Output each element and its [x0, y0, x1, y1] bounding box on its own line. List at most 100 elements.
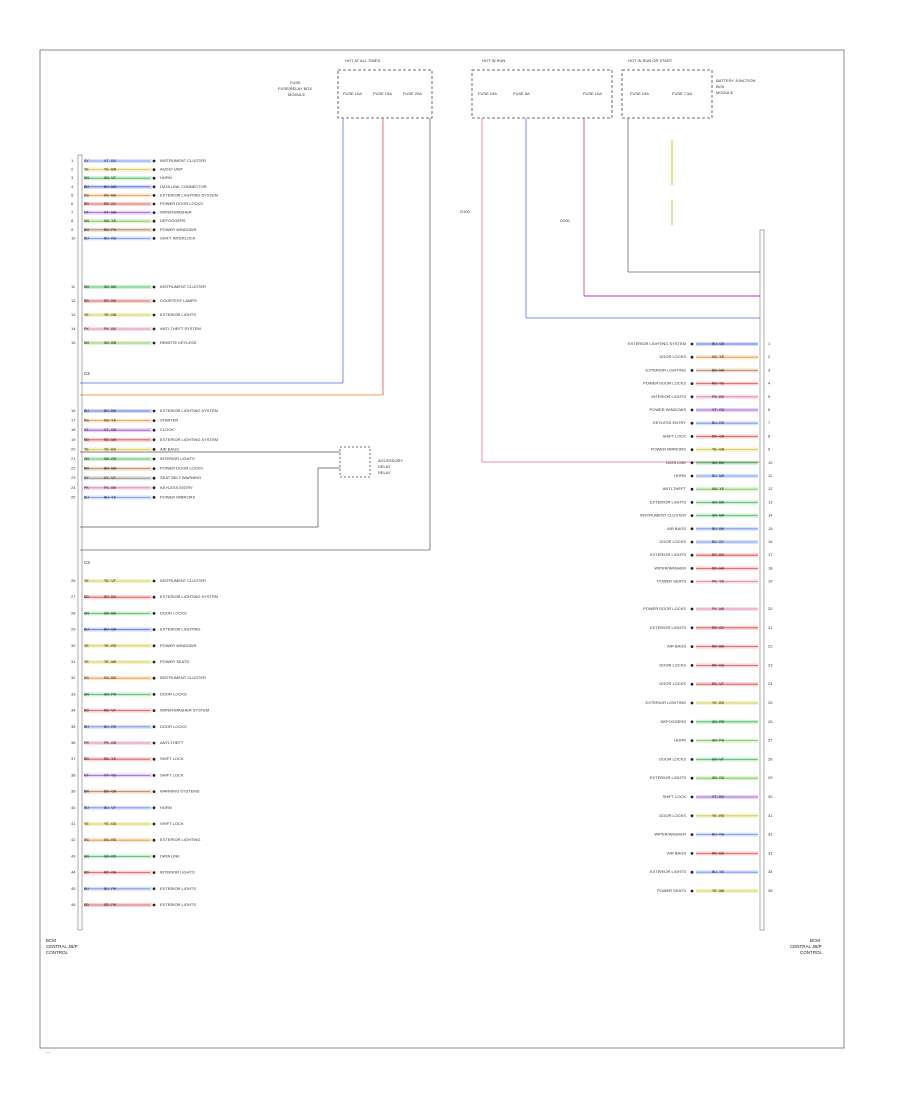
- left-wire-desc: DATA LINK CONNECTOR: [160, 184, 207, 189]
- left-pin-dot: [152, 709, 156, 712]
- fuse-group-3: HOT IN RUN OR START FUSE 10A FUSE 7.5A B…: [621, 58, 755, 119]
- left-pin-dot: [152, 757, 156, 761]
- left-pin-dot: [152, 838, 156, 842]
- left-pin-number: 33: [71, 691, 76, 696]
- fuse-box-3: [621, 69, 713, 119]
- right-wire-color: RD-YE: [712, 383, 725, 387]
- left-wire-code: VT: [84, 774, 89, 778]
- left-pin-number: 38: [71, 772, 76, 777]
- right-wire-color: BU-RD: [712, 422, 725, 426]
- right-wire-color: BU-WH: [712, 475, 725, 479]
- right-pin-dot: [690, 645, 694, 648]
- right-pin-number: 28: [768, 756, 773, 761]
- left-wire-desc: INSTRUMENT CLUSTER: [160, 578, 206, 583]
- right-pin-dot: [690, 395, 694, 399]
- left-pin-number: 17: [71, 418, 76, 423]
- right-pin-dot: [690, 487, 694, 491]
- left-wire-code: VT: [84, 212, 89, 216]
- left-pin-number: 10: [71, 235, 76, 240]
- left-pin-number: 1: [71, 158, 74, 163]
- right-module-label-1: BCM: [810, 938, 820, 943]
- right-pin-dot: [690, 369, 694, 372]
- left-wire-desc: SHIFT INTERLOCK: [160, 235, 196, 240]
- right-wire-desc: AIR BAGS: [667, 526, 686, 531]
- left-wire-desc: POWER SEATS: [160, 659, 189, 664]
- right-pin-dot: [690, 776, 694, 780]
- left-wire-code: GN: [84, 693, 89, 697]
- right-pin-dot: [690, 870, 694, 874]
- left-wire-desc: SHIFT LOCK: [160, 772, 184, 777]
- left-wire-color: GN-RD: [104, 855, 117, 859]
- right-pin-number: 27: [768, 738, 773, 743]
- left-connector-c3-label: C3: [84, 560, 90, 565]
- left-wire-color: BN-GN: [104, 791, 117, 795]
- left-pin-dot: [152, 693, 156, 696]
- left-pin-number: 15: [71, 340, 76, 345]
- fuse-group-1-side-1: FUSE: [290, 80, 301, 85]
- left-wire-desc: HORN: [160, 175, 172, 180]
- left-wire-code: VT: [84, 429, 89, 433]
- left-wire-desc: ANTI-THEFT SYSTEM: [160, 326, 201, 331]
- right-wire-desc: AIR BAGS: [667, 644, 686, 649]
- right-pin-dot: [690, 664, 694, 667]
- right-pin-number: 35: [768, 888, 773, 893]
- right-wire-color: GN-RD: [712, 721, 725, 725]
- left-pin-dot: [152, 774, 156, 777]
- right-wire-color: RD-BU: [712, 852, 725, 856]
- right-wire-color: YE-BU: [712, 702, 725, 706]
- left-pin-number: 11: [71, 284, 76, 289]
- left-wire-color: RD-PK: [104, 904, 117, 908]
- right-pin-number: 2: [768, 354, 771, 359]
- left-pin-dot: [152, 676, 156, 680]
- left-wire-code: BU: [84, 807, 89, 811]
- right-pin-number: 5: [768, 394, 771, 399]
- left-wire-color: GN-YE: [104, 220, 117, 224]
- left-wire-desc: WARNING SYSTEMS: [160, 789, 200, 794]
- left-connector-c2-label: C2: [84, 371, 90, 376]
- left-pin-dot: [152, 448, 156, 451]
- left-wire-code: RD: [84, 710, 89, 714]
- left-wire-code: PK: [84, 742, 89, 746]
- left-pin-number: 18: [71, 427, 76, 432]
- fuse-group-1-title: HOT AT ALL TIMES: [345, 58, 380, 63]
- left-wire-color: OG-BK: [104, 194, 117, 198]
- right-wire-desc: POWER DOOR LOCKS: [643, 381, 686, 386]
- left-wire-code: RD: [84, 904, 89, 908]
- right-pin-number: 30: [768, 794, 773, 799]
- left-wire-desc: STARTER: [160, 418, 178, 423]
- left-module-label-1: BCM: [46, 938, 56, 943]
- right-wire-desc: EXTERIOR LIGHTS: [650, 625, 686, 630]
- left-module-label-3: CONTROL: [46, 950, 68, 955]
- left-wire-desc: REMOTE KEYLESS: [160, 340, 197, 345]
- right-wire-color: VT-OG: [712, 409, 725, 413]
- left-wire-color: VT-YE: [104, 774, 117, 778]
- left-pin-dot: [152, 409, 156, 413]
- left-pin-number: 20: [71, 446, 76, 451]
- right-module-label-3: CONTROL: [800, 950, 822, 955]
- left-pin-dot: [152, 194, 156, 197]
- left-pin-dot: [152, 806, 156, 810]
- right-wire-desc: DOOR LOCKS: [659, 813, 686, 818]
- right-wire-desc: POWER MIRRORS: [651, 447, 686, 452]
- left-wire-code: BU: [84, 629, 89, 633]
- left-wire-code: RD: [84, 872, 89, 876]
- left-wire-desc: EXTERIOR LIGHTS: [160, 312, 196, 317]
- right-pin-dot: [690, 342, 694, 346]
- right-wire-desc: ANTI-THEFT: [663, 486, 687, 491]
- left-pin-number: 26: [71, 578, 76, 583]
- right-wire-desc: EXTERIOR LIGHTS: [650, 552, 686, 557]
- left-wire-color: RD-BU: [104, 596, 117, 600]
- right-wire-desc: WIPER/WASHER: [654, 832, 686, 837]
- left-wire-code: GY: [84, 477, 89, 481]
- right-wire-color: RD-GY: [712, 627, 725, 631]
- left-wire-desc: EXTERIOR LIGHTING SYSTEM: [160, 594, 218, 599]
- left-wire-code: OG: [84, 677, 89, 681]
- left-pin-number: 2: [71, 167, 74, 172]
- left-wire-color: GY-VT: [104, 477, 117, 481]
- right-pin-number: 8: [768, 433, 771, 438]
- relay: ACCESSORY DELAY RELAY: [80, 446, 403, 528]
- right-pin-number: 12: [768, 486, 773, 491]
- left-wire-code: YE: [84, 823, 89, 827]
- right-wire-desc: POWER SEATS: [657, 888, 686, 893]
